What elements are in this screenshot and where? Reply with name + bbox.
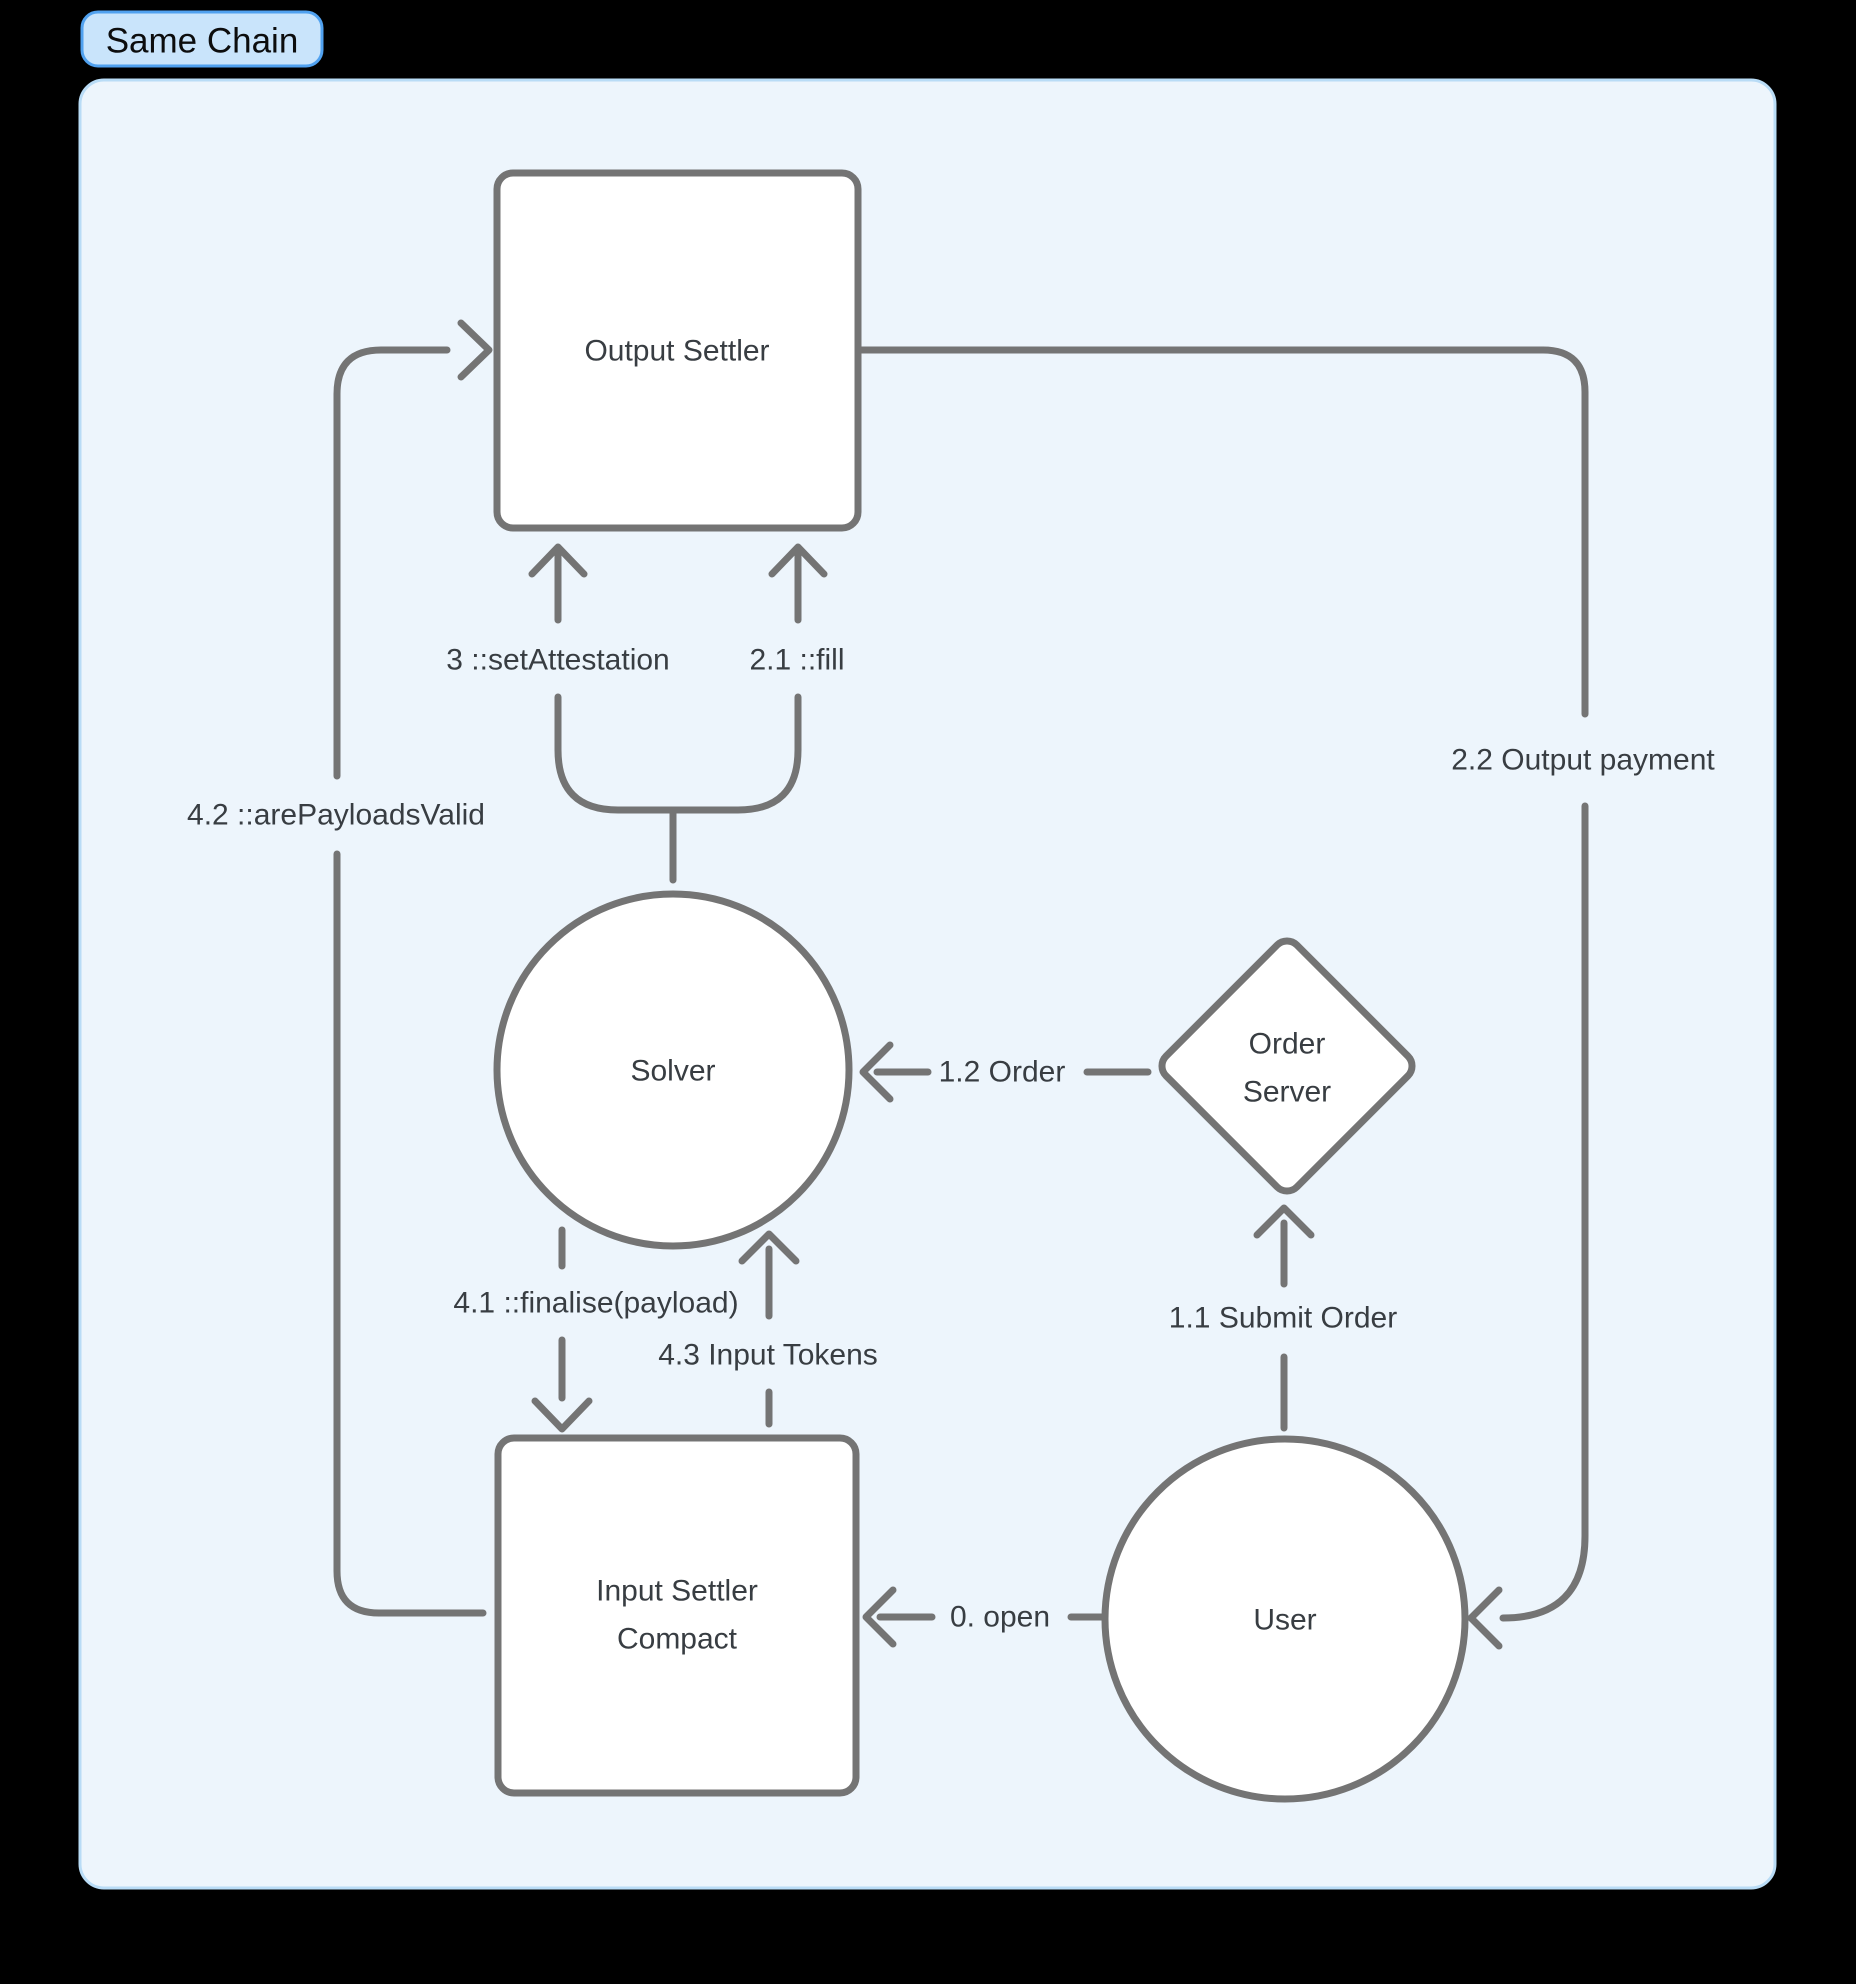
label-submit-order: 1.1 Submit Order bbox=[1169, 1302, 1397, 1335]
solver-shape bbox=[493, 890, 853, 1250]
same-chain-badge: Same Chain bbox=[80, 10, 324, 68]
edge-finalise bbox=[531, 1226, 593, 1433]
arrow-up-icon bbox=[738, 1230, 800, 1265]
user-shape bbox=[1101, 1435, 1469, 1803]
label-open: 0. open bbox=[950, 1601, 1050, 1634]
arrow-left-icon bbox=[859, 1041, 894, 1103]
label-are-payloads-valid: 4.2 ::arePayloadsValid bbox=[187, 799, 485, 832]
edge-line-lower bbox=[1499, 802, 1589, 1622]
edge-are-payloads-valid bbox=[333, 319, 493, 1617]
arrow-left-icon bbox=[862, 1586, 897, 1648]
node-input-settler: Input Settler Compact bbox=[494, 1434, 860, 1797]
badge-background bbox=[80, 10, 324, 68]
input-settler-label-line2: Compact bbox=[617, 1623, 738, 1656]
edge-labels: 3 ::setAttestation 2.1 ::fill 4.2 ::areP… bbox=[187, 644, 1715, 1634]
nodes: Output Settler Solver Order Server Input… bbox=[493, 169, 1469, 1803]
user-label: User bbox=[1253, 1604, 1316, 1637]
edge-line-upper bbox=[854, 346, 1589, 718]
arrow-left-icon bbox=[1467, 1586, 1503, 1650]
arrow-right-icon bbox=[457, 319, 493, 381]
edge-open bbox=[862, 1586, 1107, 1648]
input-settler-label-line1: Input Settler bbox=[596, 1575, 758, 1608]
edge-line-upper bbox=[333, 346, 451, 780]
label-order: 1.2 Order bbox=[939, 1056, 1066, 1089]
arrow-up-icon bbox=[528, 543, 588, 578]
edges bbox=[333, 319, 1589, 1650]
arrow-down-icon bbox=[531, 1397, 593, 1433]
arrow-up-icon bbox=[768, 543, 828, 578]
node-solver: Solver bbox=[493, 890, 853, 1250]
badge-label: Same Chain bbox=[106, 22, 299, 61]
edge-input-tokens bbox=[738, 1230, 800, 1428]
order-server-label-line2: Server bbox=[1243, 1076, 1331, 1109]
label-output-payment: 2.2 Output payment bbox=[1451, 744, 1715, 777]
input-settler-shape bbox=[494, 1434, 860, 1797]
label-fill: 2.1 ::fill bbox=[749, 644, 844, 677]
node-output-settler: Output Settler bbox=[493, 169, 862, 532]
order-server-shape bbox=[1158, 937, 1416, 1195]
arrow-up-icon bbox=[1253, 1204, 1315, 1239]
fork-left-branch bbox=[554, 693, 677, 814]
edge-line-lower bbox=[333, 850, 487, 1617]
order-server-label-line1: Order bbox=[1249, 1028, 1326, 1061]
same-chain-container bbox=[78, 78, 1777, 1890]
edge-fill bbox=[768, 543, 828, 624]
edge-order bbox=[859, 1041, 1152, 1103]
fork-right-branch bbox=[669, 693, 802, 814]
output-settler-shape bbox=[493, 169, 862, 532]
edge-solver-fork bbox=[554, 693, 802, 884]
edge-submit-order bbox=[1253, 1204, 1315, 1432]
node-user: User bbox=[1101, 1435, 1469, 1803]
node-order-server: Order Server bbox=[1158, 937, 1416, 1195]
label-finalise: 4.1 ::finalise(payload) bbox=[453, 1287, 738, 1320]
edge-output-payment bbox=[854, 346, 1589, 1650]
label-set-attestation: 3 ::setAttestation bbox=[446, 644, 669, 677]
edge-set-attestation bbox=[528, 543, 588, 624]
solver-label: Solver bbox=[630, 1055, 715, 1088]
label-input-tokens: 4.3 Input Tokens bbox=[658, 1339, 878, 1372]
output-settler-label: Output Settler bbox=[584, 335, 769, 368]
